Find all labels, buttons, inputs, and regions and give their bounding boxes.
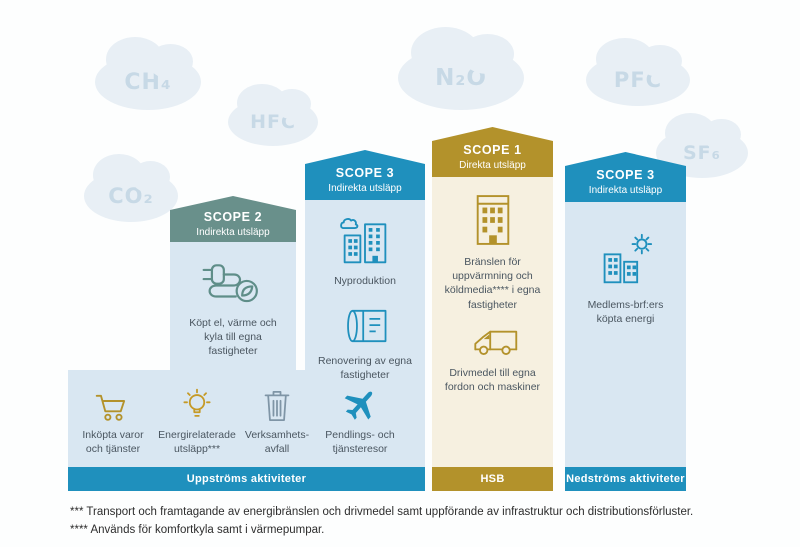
- scope1-subtitle: Direkta utsläpp: [459, 159, 526, 171]
- gas-label-ch4: CH₄: [124, 69, 172, 95]
- scope2-body: Köpt el, värme och kyla till egna fastig…: [170, 242, 296, 370]
- upstream-activities-label: Uppströms aktiviteter: [186, 473, 307, 485]
- medlems-brf-label: Medlems-brf:ers köpta energi: [587, 299, 664, 326]
- cloud-hfc: HFC: [228, 83, 318, 146]
- energirelaterade-label: Energirelaterade utsläpp***: [158, 429, 236, 455]
- blueprint-icon: [340, 306, 390, 346]
- upstream-item-energirelaterade: Energirelaterade utsläpp***: [157, 386, 237, 456]
- plug-leaf-icon: [200, 256, 266, 304]
- scope1-header: SCOPE 1 Direkta utsläpp: [432, 127, 553, 177]
- scope2-header: SCOPE 2 Indirekta utsläpp: [170, 196, 296, 242]
- scope2-subtitle: Indirekta utsläpp: [196, 226, 270, 238]
- scope1-body: Bränslen för uppvärmning och köldmedia**…: [432, 177, 553, 467]
- scope1-column: SCOPE 1 Direkta utsläpp: [432, 127, 553, 467]
- cloud-ch4: CH₄: [95, 37, 201, 110]
- scope2-item-label: Köpt el, värme och kyla till egna fastig…: [189, 317, 277, 358]
- hsb-bar: HSB: [432, 467, 553, 491]
- scope3-upstream-body: Nyproduktion Renovering av egna fastighe…: [305, 200, 425, 467]
- building-icon: [471, 193, 515, 247]
- buildings-icon: [339, 216, 391, 266]
- van-icon: [466, 324, 520, 358]
- plane-icon: [320, 386, 400, 424]
- branslen-label: Bränslen för uppvärmning och köldmedia**…: [444, 256, 541, 311]
- upstream-item-inkopta: Inköpta varor och tjänster: [73, 386, 153, 456]
- hsb-label: HSB: [480, 473, 505, 485]
- scope1-title: SCOPE 1: [463, 143, 522, 157]
- scope3-downstream-body: Medlems-brf:ers köpta energi: [565, 202, 686, 467]
- scope2-title: SCOPE 2: [203, 210, 263, 224]
- inkopta-label: Inköpta varor och tjänster: [82, 429, 144, 455]
- footnotes: *** Transport och framtagande av energib…: [70, 504, 693, 540]
- scope3-downstream-column: SCOPE 3 Indirekta utsläpp: [565, 152, 686, 467]
- cart-icon: [73, 386, 153, 424]
- scope3-upstream-subtitle: Indirekta utsläpp: [328, 182, 402, 194]
- footnote-komfortkyla: **** Används för komfortkyla samt i värm…: [70, 523, 325, 536]
- upstream-item-pendlings: Pendlings- och tjänsteresor: [320, 386, 400, 456]
- nyproduktion-label: Nyproduktion: [334, 275, 396, 287]
- pendlings-label: Pendlings- och tjänsteresor: [325, 429, 395, 455]
- upstream-activities-bar: Uppströms aktiviteter: [68, 467, 425, 491]
- gas-label-n2o: N₂O: [435, 65, 487, 91]
- buildings-sun-icon: [599, 232, 653, 286]
- verksamhetsavfall-label: Verksamhets-avfall: [244, 429, 310, 455]
- footnote-transport: *** Transport och framtagande av energib…: [70, 506, 694, 518]
- scope3-upstream-header: SCOPE 3 Indirekta utsläpp: [305, 150, 425, 200]
- downstream-activities-label: Nedströms aktiviteter: [566, 473, 685, 485]
- gas-label-hfc: HFC: [250, 111, 296, 133]
- gas-label-pfc: PFC: [613, 68, 663, 92]
- cloud-co2: CO₂: [84, 154, 178, 222]
- gas-label-sf6: SF₆: [683, 142, 721, 164]
- scope3-upstream-title: SCOPE 3: [335, 166, 395, 180]
- trash-icon: [237, 386, 317, 424]
- bulb-icon: [157, 386, 237, 424]
- renovering-label: Renovering av egna fastigheter: [318, 355, 412, 382]
- scope2-column: SCOPE 2 Indirekta utsläpp Köpt el, värme…: [170, 196, 296, 370]
- scope3-downstream-subtitle: Indirekta utsläpp: [588, 184, 663, 196]
- drivmedel-label: Drivmedel till egna fordon och maskiner: [444, 366, 541, 393]
- upstream-item-verksamhetsavfall: Verksamhets-avfall: [237, 386, 317, 456]
- cloud-n2o: N₂O: [398, 26, 524, 110]
- cloud-pfc: PFC: [586, 38, 690, 106]
- gas-label-co2: CO₂: [108, 184, 154, 208]
- scope3-downstream-title: SCOPE 3: [596, 168, 655, 182]
- downstream-activities-bar: Nedströms aktiviteter: [565, 467, 686, 491]
